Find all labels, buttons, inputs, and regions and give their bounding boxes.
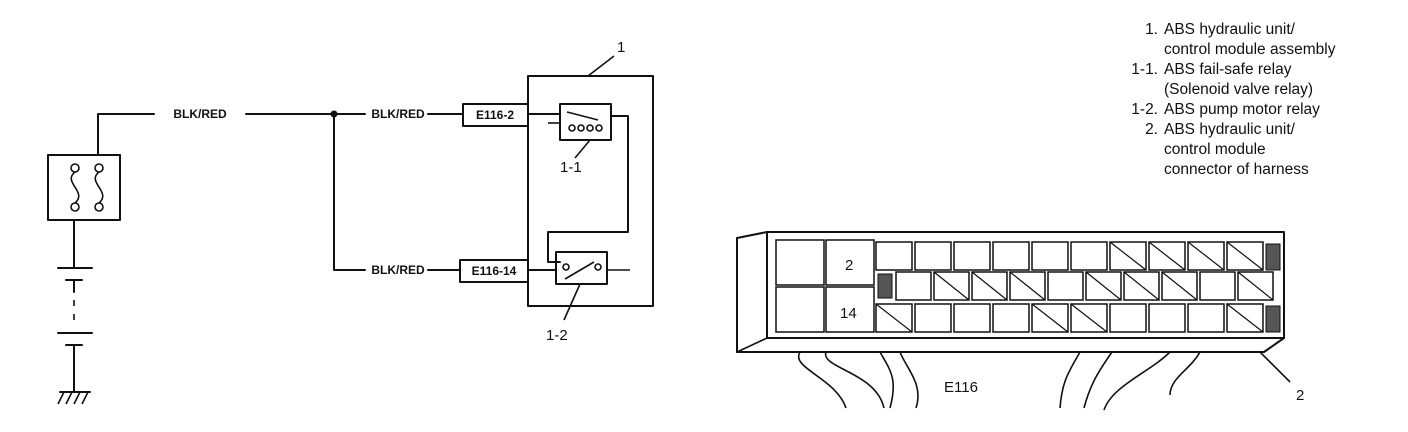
wire-label-blk-red-2: BLK/RED — [371, 107, 425, 121]
connector-cell — [775, 239, 825, 286]
pin-cell — [953, 241, 991, 271]
wire-label-blk-red-1: BLK/RED — [173, 107, 227, 121]
pin-cell — [1237, 271, 1274, 301]
pin-blocked — [877, 273, 893, 299]
pin-blocked — [1265, 305, 1281, 333]
pin-diagonal — [1070, 303, 1108, 333]
pin-cell — [1031, 303, 1069, 333]
wire-label-blk-red-3: BLK/RED — [371, 263, 425, 277]
legend-line: control module assembly — [1164, 41, 1336, 58]
pin-diagonal — [933, 271, 970, 301]
callout-1: 1 — [617, 39, 625, 56]
pin-diagonal — [1148, 241, 1186, 271]
pin-cell — [1070, 241, 1108, 271]
pin-diagonal — [1009, 271, 1046, 301]
pin-cell — [1123, 271, 1160, 301]
pin-cell — [914, 241, 952, 271]
connector-e116-2: E116-2 — [462, 103, 561, 127]
legend-line: ABS hydraulic unit/ — [1164, 21, 1295, 38]
pin-cell-2 — [825, 239, 875, 286]
legend-line: ABS fail-safe relay — [1164, 61, 1292, 78]
harness-pin-grid — [775, 239, 1281, 333]
callout-2: 2 — [1296, 387, 1304, 404]
control-module-box: 1 — [527, 39, 654, 307]
pin-diagonal — [1085, 271, 1122, 301]
legend-line: control module — [1164, 141, 1266, 158]
legend-line: connector of harness — [1164, 161, 1309, 178]
pin-cell — [1085, 271, 1122, 301]
legend-item: 1. ABS hydraulic unit/control module asse… — [1100, 20, 1400, 60]
pin-cell — [1199, 271, 1236, 301]
legend-item: 2. ABS hydraulic unit/control module conne… — [1100, 120, 1400, 180]
wire-fuse-to-junction: BLK/RED — [97, 107, 366, 156]
pin-cell — [1148, 303, 1186, 333]
pin-cell — [1226, 303, 1264, 333]
wire-to-e116-2: BLK/RED — [371, 107, 464, 121]
legend: 1. ABS hydraulic unit/control module asse… — [1100, 20, 1400, 180]
fuse-switch — [47, 154, 121, 221]
pin-number-2: 2 — [845, 257, 853, 274]
pin-cell — [1187, 303, 1225, 333]
pin-cell — [992, 303, 1030, 333]
legend-text: ABS hydraulic unit/control module connect… — [1164, 120, 1400, 180]
callout-1-2: 1-2 — [546, 327, 568, 344]
legend-text: ABS fail-safe relay (Solenoid valve relay… — [1164, 60, 1400, 100]
pin-cell — [971, 271, 1008, 301]
legend-text: ABS hydraulic unit/control module assemb… — [1164, 20, 1400, 60]
legend-key: 1-1. — [1131, 61, 1158, 78]
legend-key: 1-2. — [1131, 101, 1158, 118]
legend-line: ABS hydraulic unit/ — [1164, 121, 1295, 138]
pin-diagonal — [1226, 303, 1264, 333]
pin-cell — [1031, 241, 1069, 271]
legend-key: 2. — [1145, 121, 1158, 138]
legend-text: ABS pump motor relay — [1164, 100, 1400, 120]
relay-1-1: 1-1 — [547, 103, 629, 263]
legend-line: (Solenoid valve relay) — [1164, 81, 1314, 98]
pin-cell-14 — [825, 286, 875, 333]
legend-item: 1-1. ABS fail-safe relay (Solenoid valve r… — [1100, 60, 1400, 100]
pin-diagonal — [1187, 241, 1225, 271]
harness-label: E116 — [944, 379, 978, 396]
pin-cell — [1109, 303, 1147, 333]
pin-diagonal — [1226, 241, 1264, 271]
pin-cell — [1226, 241, 1264, 271]
legend-key: 1. — [1145, 21, 1158, 38]
pin-diagonal — [971, 271, 1008, 301]
battery-ground — [57, 219, 93, 405]
pin-cell — [953, 303, 991, 333]
wire-to-e116-14: BLK/RED — [333, 113, 461, 277]
pin-number-14: 14 — [840, 305, 857, 322]
pin-cell — [914, 303, 952, 333]
pin-cell — [895, 271, 932, 301]
relay-1-2: 1-2 — [546, 251, 630, 344]
pin-diagonal — [1031, 303, 1069, 333]
callout-1-1: 1-1 — [560, 159, 582, 176]
pin-diagonal — [1161, 271, 1198, 301]
pin-blocked — [1265, 243, 1281, 271]
pin-cell — [992, 241, 1030, 271]
pin-cell — [1109, 241, 1147, 271]
pin-cell — [1187, 241, 1225, 271]
pin-diagonal — [875, 303, 913, 333]
pin-cell — [1161, 271, 1198, 301]
pin-cell — [1009, 271, 1046, 301]
harness-connector: 2 14 E116 2 — [736, 231, 1304, 411]
pin-cell — [875, 303, 913, 333]
pin-diagonal — [1123, 271, 1160, 301]
connector-cell — [775, 286, 825, 333]
legend-line: ABS pump motor relay — [1164, 101, 1320, 118]
svg-text:E116-14: E116-14 — [472, 264, 517, 278]
pin-cell — [875, 241, 913, 271]
pin-cell — [1148, 241, 1186, 271]
pin-cell — [933, 271, 970, 301]
pin-diagonal — [1237, 271, 1274, 301]
pin-cell — [1047, 271, 1084, 301]
connector-e116-14: E116-14 — [459, 259, 557, 283]
pin-diagonal — [1109, 241, 1147, 271]
svg-text:E116-2: E116-2 — [476, 108, 514, 122]
legend-item: 1-2. ABS pump motor relay — [1100, 100, 1400, 120]
pin-cell — [1070, 303, 1108, 333]
